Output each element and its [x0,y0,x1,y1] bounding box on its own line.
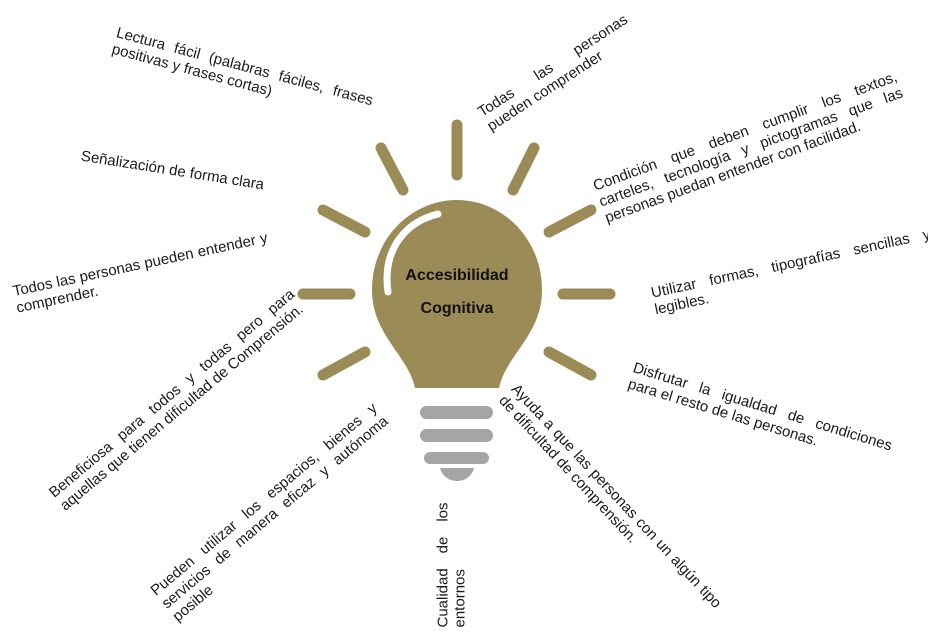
bulb-base [420,406,493,481]
ray [375,142,409,196]
base-tip [440,468,474,481]
ray [507,142,540,196]
bulb-highlight [383,210,442,296]
ray [317,204,371,238]
ray [317,346,371,381]
center-title-line1: Accesibilidad [405,267,508,284]
label-cualidad: Cualidad de los entornos [434,502,469,628]
base-ring [420,429,493,442]
base-ring [420,406,493,419]
bulb-body [372,200,542,388]
ray [543,346,597,381]
base-ring [424,452,489,464]
ray [543,204,597,238]
center-title-line2: Cognitiva [421,300,494,317]
light-rays [297,119,616,381]
